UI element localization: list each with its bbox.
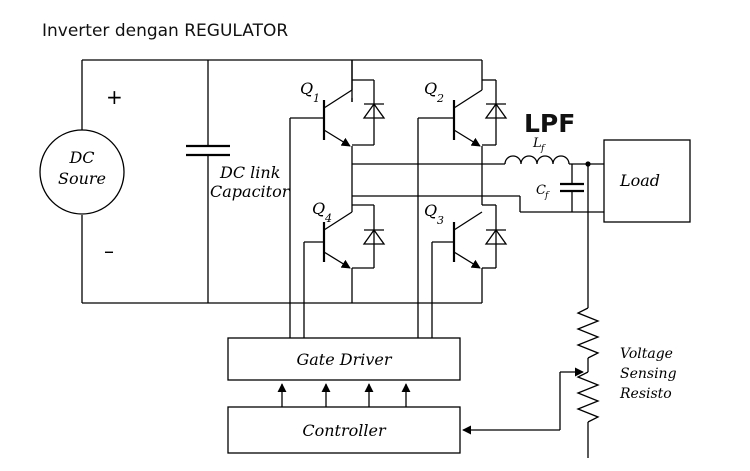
control-signal-arrows xyxy=(277,383,411,407)
q4-label: Q xyxy=(312,199,325,218)
q3-label: Q xyxy=(424,201,437,220)
transistor-q3: Q 3 xyxy=(424,201,508,338)
q1-subscript: 1 xyxy=(313,92,320,105)
transistor-q4: Q 4 xyxy=(303,199,386,338)
load-label: Load xyxy=(619,171,660,190)
q2-subscript: 2 xyxy=(436,92,444,105)
dc-source: DC Soure + – xyxy=(39,85,125,263)
load-block: Load xyxy=(603,139,691,223)
leg-b: Q 2 Q 3 xyxy=(417,60,508,338)
q3-subscript: 3 xyxy=(437,214,444,227)
filter-capacitor: C f xyxy=(536,164,584,212)
sensing-resistor: Voltage Sensing Resisto xyxy=(560,307,677,458)
dc-source-label-2: Soure xyxy=(58,169,106,188)
transistor-q1: Q 1 xyxy=(289,60,386,338)
dc-source-label: DC xyxy=(68,148,94,167)
controller-block: Controller xyxy=(227,406,461,454)
filter-cap-subscript: f xyxy=(544,191,550,201)
diagram-title: Inverter dengan REGULATOR xyxy=(42,21,288,41)
feedback-line xyxy=(462,372,561,435)
leg-a: Q 1 Q 4 xyxy=(289,60,386,338)
gate-driver-block: Gate Driver xyxy=(227,337,461,381)
dc-source-circle xyxy=(39,129,125,215)
capacitor-label-2: Capacitor xyxy=(210,182,291,201)
q4-subscript: 4 xyxy=(324,212,332,225)
filter-inductor: LPF L f xyxy=(504,109,604,165)
plus-sign: + xyxy=(106,85,123,109)
controller-label: Controller xyxy=(302,421,387,440)
sensing-label-2: Sensing xyxy=(620,366,677,382)
dc-bus xyxy=(81,59,482,304)
q2-label: Q xyxy=(424,79,437,98)
dc-link-capacitor: DC link Capacitor xyxy=(186,60,291,303)
sensing-label-3: Resisto xyxy=(619,386,672,402)
sensing-label-1: Voltage xyxy=(620,346,673,362)
filter-cap-label: C xyxy=(536,183,546,198)
transistor-q2: Q 2 xyxy=(417,60,508,338)
capacitor-label: DC link xyxy=(219,163,280,182)
inductor-label: L xyxy=(532,136,542,151)
lpf-label: LPF xyxy=(524,109,575,138)
output-wiring xyxy=(352,163,604,213)
minus-sign: – xyxy=(104,239,114,263)
inductor-subscript: f xyxy=(540,144,546,154)
q1-label: Q xyxy=(300,79,313,98)
gate-driver-label: Gate Driver xyxy=(296,350,392,369)
